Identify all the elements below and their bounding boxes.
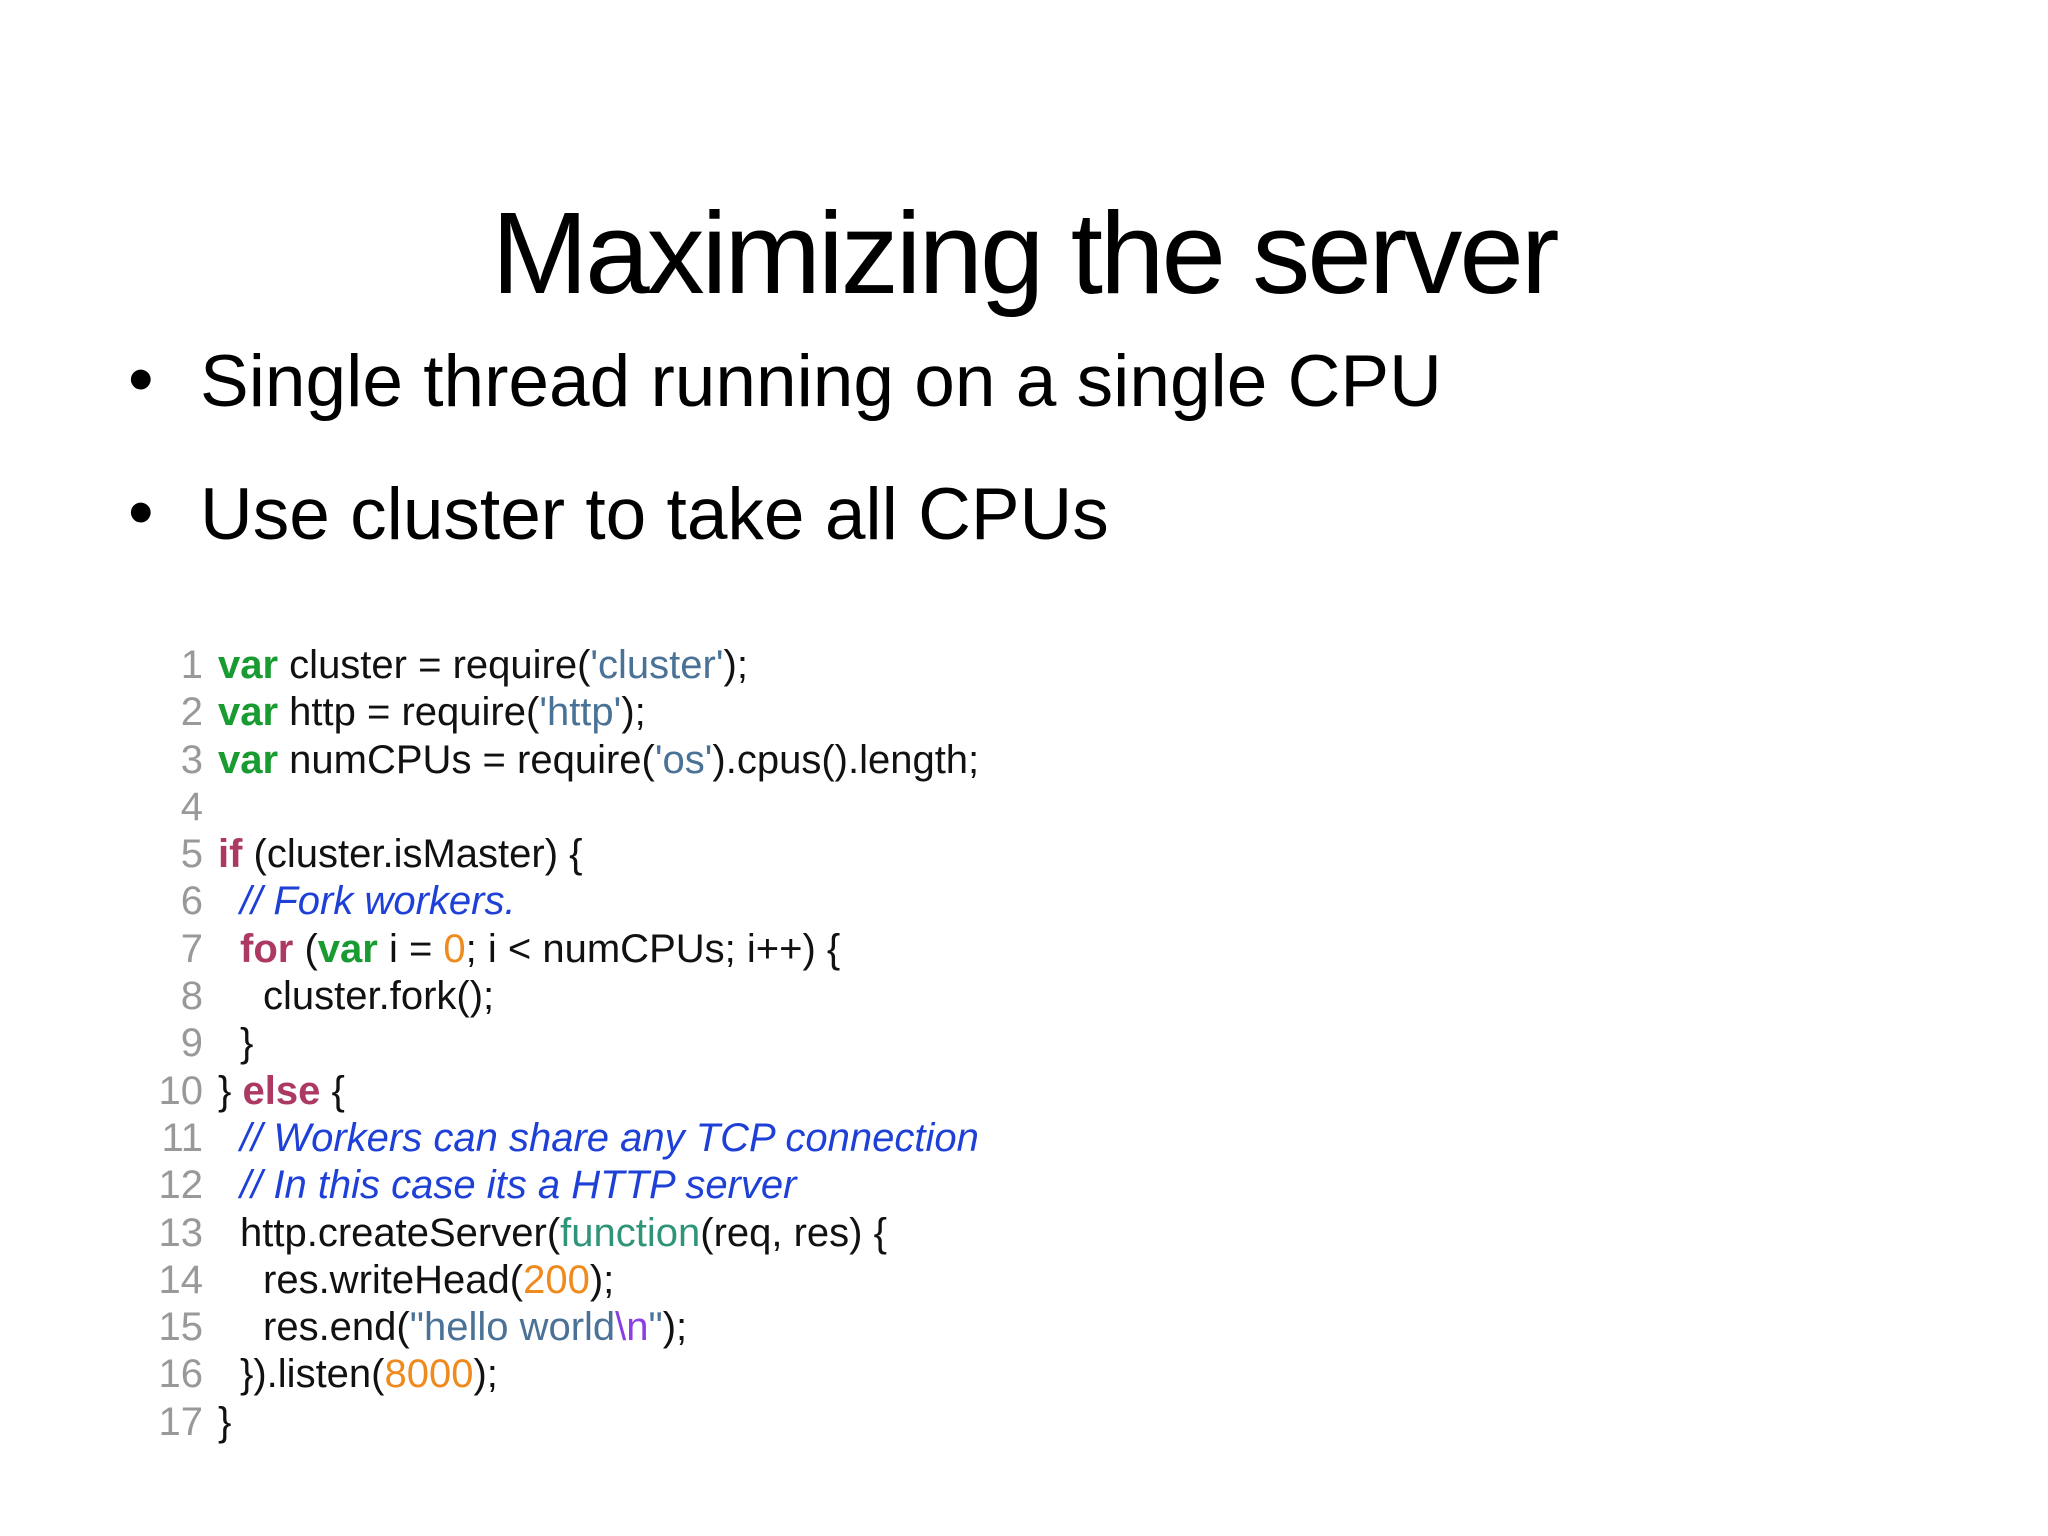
code-text: for (var i = 0; i < numCPUs; i++) { xyxy=(218,927,840,971)
code-segment-plain: } xyxy=(240,1021,254,1066)
code-segment-plain: http = require( xyxy=(278,690,540,735)
code-line-10: 10} else { xyxy=(145,1068,979,1115)
line-number: 2 xyxy=(180,690,203,735)
code-segment-plain: i = xyxy=(377,926,444,971)
code-line-14: 14 res.writeHead(200); xyxy=(145,1257,979,1304)
line-number: 12 xyxy=(158,1163,204,1208)
line-number: 15 xyxy=(158,1305,204,1350)
code-line-12: 12 // In this case its a HTTP server xyxy=(145,1162,979,1209)
line-number: 5 xyxy=(180,832,203,877)
code-text: var http = require('http'); xyxy=(218,690,646,734)
line-number: 8 xyxy=(180,974,203,1019)
line-number: 11 xyxy=(161,1115,203,1160)
code-text: } else { xyxy=(218,1069,345,1113)
code-line-15: 15 res.end("hello world\n"); xyxy=(145,1304,979,1351)
code-segment-plain: } xyxy=(218,1068,243,1113)
code-text: }).listen(8000); xyxy=(218,1352,498,1396)
code-line-2: 2 var http = require('http'); xyxy=(145,689,979,736)
line-number: 16 xyxy=(158,1352,204,1397)
code-segment-plain: ( xyxy=(293,926,318,971)
code-segment-str: 'http' xyxy=(539,690,622,735)
code-segment-num: 200 xyxy=(523,1257,590,1302)
code-line-1: 1 var cluster = require('cluster'); xyxy=(145,642,979,689)
code-segment-plain: cluster = require( xyxy=(278,643,591,687)
line-number: 6 xyxy=(180,879,203,924)
code-line-7: 7 for (var i = 0; i < numCPUs; i++) { xyxy=(145,926,979,973)
code-segment-cmt: // In this case its a HTTP server xyxy=(240,1163,797,1208)
code-text: if (cluster.isMaster) { xyxy=(218,832,583,876)
code-text: // Fork workers. xyxy=(218,879,516,923)
line-number: 13 xyxy=(158,1210,204,1255)
code-line-11: 11 // Workers can share any TCP connectio… xyxy=(145,1115,979,1162)
code-segment-kw: var xyxy=(218,737,279,782)
code-line-17: 17} xyxy=(145,1399,979,1446)
code-text: var numCPUs = require('os').cpus().lengt… xyxy=(218,738,979,782)
code-text: http.createServer(function(req, res) { xyxy=(218,1211,887,1255)
code-line-3: 3 var numCPUs = require('os').cpus().leng… xyxy=(145,737,979,784)
line-number: 1 xyxy=(180,643,203,687)
line-number: 7 xyxy=(180,926,203,971)
code-segment-plain: ); xyxy=(589,1257,615,1302)
code-text: var cluster = require('cluster'); xyxy=(218,643,748,687)
code-segment-plain: ); xyxy=(662,1305,688,1350)
code-text: } xyxy=(218,1021,253,1065)
line-number: 9 xyxy=(180,1021,203,1066)
code-segment-plain: }).listen( xyxy=(240,1352,385,1397)
line-number: 3 xyxy=(180,737,203,782)
code-segment-plain: res.writeHead( xyxy=(263,1257,524,1302)
bullet-item: Use cluster to take all CPUs xyxy=(128,467,1442,561)
code-block: 1 var cluster = require('cluster'); 2 var h… xyxy=(145,642,980,1446)
code-line-6: 6 // Fork workers. xyxy=(145,878,979,925)
code-segment-plain: ).cpus().length; xyxy=(712,737,980,782)
code-segment-str: " xyxy=(648,1305,663,1350)
code-segment-plain: } xyxy=(218,1399,232,1444)
code-line-5: 5 if (cluster.isMaster) { xyxy=(145,831,979,878)
code-segment-cmt: // Workers can share any TCP connection xyxy=(240,1115,979,1160)
code-segment-str: 'os' xyxy=(654,737,713,782)
code-line-8: 8 cluster.fork(); xyxy=(145,973,979,1020)
code-segment-kw: var xyxy=(317,926,378,971)
code-segment-num: 8000 xyxy=(384,1352,474,1397)
code-segment-plain: res.end( xyxy=(263,1305,410,1350)
code-segment-plain: ); xyxy=(473,1352,498,1397)
line-number: 10 xyxy=(158,1068,204,1113)
page-title: Maximizing the server xyxy=(491,187,1559,318)
bullet-list: Single thread running on a single CPU Us… xyxy=(128,334,1442,602)
code-segment-str: "hello world xyxy=(409,1305,616,1350)
code-line-16: 16 }).listen(8000); xyxy=(145,1351,979,1398)
code-segment-plain: (req, res) { xyxy=(700,1210,887,1255)
code-segment-plain: cluster.fork(); xyxy=(263,974,495,1019)
code-segment-plain: { xyxy=(320,1068,345,1113)
code-segment-plain: ; i < numCPUs; i++) { xyxy=(465,926,841,971)
bullet-item: Single thread running on a single CPU xyxy=(128,334,1442,428)
line-number: 4 xyxy=(180,784,203,829)
code-segment-kw: var xyxy=(218,690,279,735)
code-segment-str: 'cluster' xyxy=(590,643,724,687)
code-text: res.end("hello world\n"); xyxy=(218,1305,687,1349)
code-segment-plain: numCPUs = require( xyxy=(278,737,655,782)
code-segment-ctrl: for xyxy=(240,926,294,971)
code-text: // Workers can share any TCP connection xyxy=(218,1116,979,1160)
line-number: 14 xyxy=(158,1257,204,1302)
code-text: cluster.fork(); xyxy=(218,974,494,1018)
code-segment-cmt: // Fork workers. xyxy=(240,879,516,924)
code-text: // In this case its a HTTP server xyxy=(218,1163,796,1207)
code-segment-plain: ); xyxy=(621,690,646,735)
code-segment-fn: function xyxy=(560,1210,701,1255)
code-segment-plain: ); xyxy=(723,643,748,687)
code-line-13: 13 http.createServer(function(req, res) { xyxy=(145,1210,979,1257)
code-segment-plain: http.createServer( xyxy=(240,1210,561,1255)
code-segment-plain: (cluster.isMaster) { xyxy=(242,832,583,877)
code-segment-ctrl: if xyxy=(218,832,243,877)
code-text: res.writeHead(200); xyxy=(218,1258,614,1302)
code-segment-esc: \n xyxy=(615,1305,649,1350)
line-number: 17 xyxy=(158,1399,204,1444)
code-line-4: 4 xyxy=(145,784,979,831)
code-line-9: 9} xyxy=(145,1020,979,1067)
code-text: } xyxy=(218,1400,231,1444)
code-segment-num: 0 xyxy=(443,926,466,971)
code-segment-kw: var xyxy=(218,643,279,687)
code-segment-ctrl: else xyxy=(242,1068,321,1113)
